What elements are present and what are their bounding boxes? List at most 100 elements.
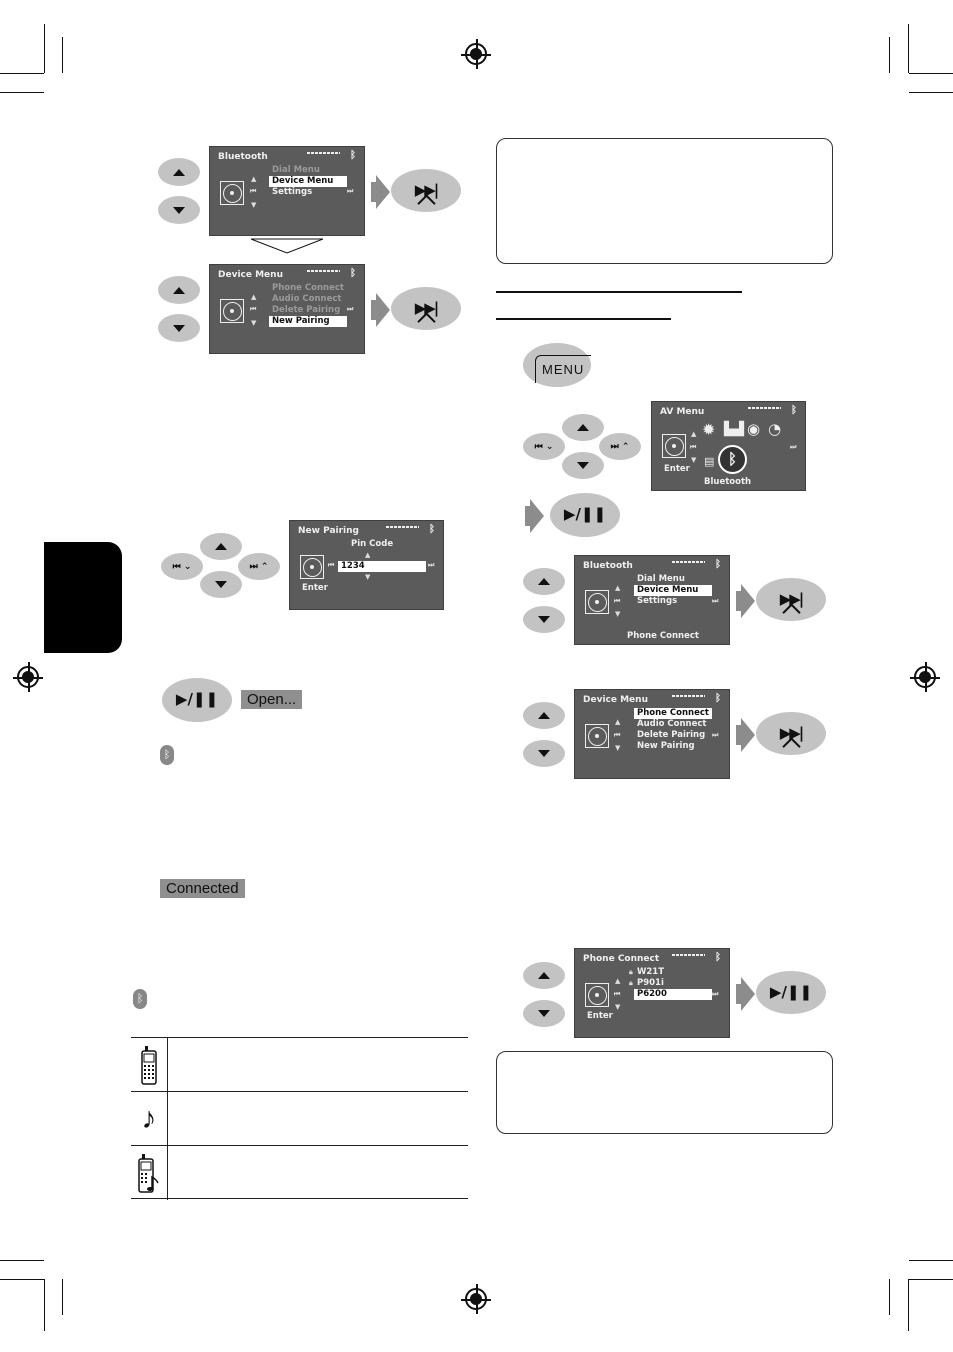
down-indicator-icon: ▼ <box>615 744 621 752</box>
open-status-label: Open... <box>241 690 303 709</box>
dial-icon <box>220 181 244 205</box>
bluetooth-icon: ᛒ <box>715 559 721 570</box>
signal-indicator <box>672 954 705 956</box>
step-arrow <box>525 499 544 533</box>
menu-item: Delete Pairing <box>272 305 341 315</box>
registration-mark <box>461 1284 491 1314</box>
next-button[interactable]: ▶▶| <box>391 169 461 213</box>
crop-mark <box>44 24 45 73</box>
next-indicator-icon: ⏭ <box>428 561 435 569</box>
step-arrow <box>371 175 390 209</box>
menu-button[interactable]: MENU <box>523 343 591 387</box>
dial-icon <box>585 590 609 614</box>
underline-rule <box>496 291 742 293</box>
play-pause-button[interactable]: ▶/❚❚ <box>550 493 620 537</box>
prev-indicator-icon: ⏮ <box>614 597 621 605</box>
menu-button-label: MENU <box>535 355 591 383</box>
selected-item-label: Bluetooth <box>704 477 752 487</box>
lcd-device-menu: Device Menu ᛒ ▲ ⏮ ▼ ⏭ Phone Connect Audi… <box>209 264 365 354</box>
next-button[interactable]: ▶▶| <box>756 712 826 756</box>
table-row <box>131 1145 468 1200</box>
play-pause-button[interactable]: ▶/❚❚ <box>162 678 232 722</box>
device-item-selected: P6200 <box>634 989 712 1000</box>
next-button[interactable]: ▶▶| <box>391 287 461 331</box>
next-button[interactable]: ⏭ ⌃ <box>599 433 641 460</box>
crop-mark <box>0 1260 44 1261</box>
down-button[interactable] <box>158 196 200 224</box>
up-button[interactable] <box>523 702 565 729</box>
signal-indicator <box>748 407 781 409</box>
down-button[interactable] <box>523 1000 565 1027</box>
menu-item: Dial Menu <box>272 165 320 175</box>
underline-rule <box>496 318 671 320</box>
crop-mark <box>0 73 44 74</box>
crop-mark <box>889 1279 890 1315</box>
down-button[interactable] <box>200 571 242 598</box>
crop-mark <box>909 1279 953 1280</box>
play-pause-icon: ▶/❚❚ <box>175 690 219 708</box>
device-item: P901i <box>637 978 664 988</box>
next-button[interactable]: ▶▶| <box>756 578 826 622</box>
up-indicator-icon: ▲ <box>365 551 371 559</box>
up-indicator-icon: ▲ <box>615 718 621 726</box>
connected-status-label: Connected <box>160 879 245 898</box>
down-indicator-icon: ▼ <box>691 456 697 464</box>
screen-title: Phone Connect <box>583 954 660 964</box>
bluetooth-icon: ᛒ <box>350 268 356 279</box>
signal-indicator <box>386 526 419 528</box>
next-indicator-icon: ⏭ <box>712 597 719 605</box>
down-button[interactable] <box>158 314 200 342</box>
clock-icon: ◔ <box>768 420 782 438</box>
up-button[interactable] <box>523 568 565 595</box>
prev-button[interactable]: ⏮ ⌄ <box>523 433 565 460</box>
next-icon: ▶▶| <box>414 299 440 317</box>
up-button[interactable] <box>562 414 604 441</box>
up-indicator-icon: ▲ <box>251 175 257 183</box>
crop-mark <box>62 37 63 73</box>
crop-mark <box>0 1279 44 1280</box>
dial-icon <box>585 983 609 1007</box>
prev-indicator-icon: ⏮ <box>328 561 335 569</box>
section-tab <box>44 542 122 653</box>
prev-button[interactable]: ⏮ ⌄ <box>161 553 203 580</box>
screen-title: Bluetooth <box>218 152 268 162</box>
play-pause-button[interactable]: ▶/❚❚ <box>756 971 826 1014</box>
registration-mark <box>910 662 940 692</box>
down-button[interactable] <box>562 452 604 479</box>
crop-mark <box>908 1279 909 1331</box>
table-row <box>131 1037 468 1092</box>
enter-label: Enter <box>587 1011 613 1021</box>
screen-title: New Pairing <box>298 526 359 536</box>
next-button[interactable]: ⏭ ⌃ <box>238 553 280 580</box>
play-pause-icon: ▶/❚❚ <box>563 505 607 523</box>
pin-code-field: 1234 <box>338 561 426 572</box>
prev-indicator-icon: ⏮ <box>614 990 621 998</box>
up-button[interactable] <box>523 962 565 989</box>
up-button[interactable] <box>158 158 200 186</box>
menu-item-selected: Device Menu <box>634 585 712 596</box>
bluetooth-icon: ᛒ <box>350 150 356 161</box>
up-button[interactable] <box>158 276 200 304</box>
note-box <box>496 1051 833 1134</box>
down-button[interactable] <box>523 740 565 767</box>
menu-item-selected: Device Menu <box>269 176 347 187</box>
device-item: W21T <box>637 967 665 977</box>
dial-icon <box>300 555 324 579</box>
menu-item: New Pairing <box>637 741 695 751</box>
screen-title: Device Menu <box>583 695 648 705</box>
down-button[interactable] <box>523 606 565 633</box>
dial-icon <box>220 299 244 323</box>
screen-footer: Phone Connect <box>627 631 699 641</box>
dial-icon <box>662 434 686 458</box>
down-triangle-arrow <box>250 238 324 254</box>
pin-code-label: Pin Code <box>351 539 394 549</box>
music-note-icon: ♪ <box>131 1092 168 1146</box>
bluetooth-icon: ᛒ <box>429 524 435 535</box>
up-button[interactable] <box>200 533 242 560</box>
next-icon: ▶▶| <box>414 181 440 199</box>
lcd-bluetooth-menu: Bluetooth ᛒ ▲ ⏮ ▼ ⏭ Dial Menu Device Men… <box>209 146 365 236</box>
signal-indicator <box>307 270 340 272</box>
crop-mark <box>909 92 953 93</box>
bluetooth-icon: ᛒ <box>715 952 721 963</box>
equalizer-icon: ▙▟ <box>724 422 744 437</box>
